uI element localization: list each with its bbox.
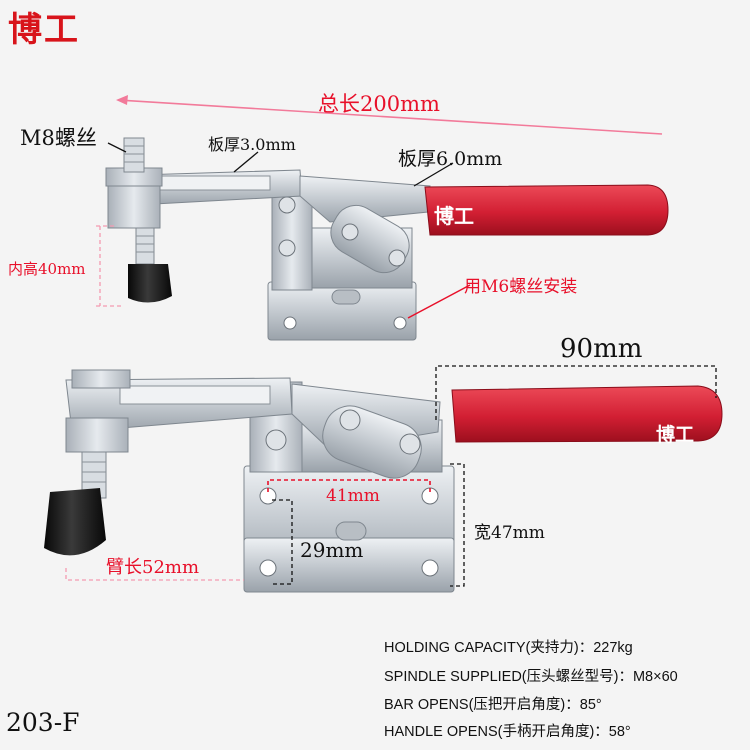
- spec-holding-capacity: HOLDING CAPACITY(夹持力)：227kg: [384, 640, 633, 656]
- m8-screw-label: M8螺丝: [20, 126, 97, 150]
- top-clamp: [96, 137, 669, 341]
- hole-spacing-label: 41mm: [326, 486, 380, 506]
- base-height-label: 29mm: [300, 538, 364, 562]
- spec-handle-opens: HANDLE OPENS(手柄开启角度)：58°: [384, 724, 631, 740]
- total-length-arrow: [116, 95, 663, 135]
- spec-spindle-supplied: SPINDLE SUPPLIED(压头螺丝型号)：M8×60: [384, 669, 678, 685]
- inner-height-label: 内高40mm: [8, 260, 86, 278]
- spec-bar-opens: BAR OPENS(压把开启角度)：85°: [384, 697, 602, 713]
- brand-logo: 博工: [8, 10, 80, 50]
- total-length-label: 总长200mm: [318, 92, 440, 116]
- m6-install-label: 用M6螺丝安装: [464, 277, 578, 297]
- handle-brand-top: 博工: [434, 204, 474, 228]
- bottom-clamp: [44, 365, 723, 593]
- handle-brand-bottom: 博工: [656, 424, 695, 446]
- arm-length-label: 臂长52mm: [106, 557, 200, 578]
- model-number: 203-F: [6, 708, 80, 737]
- plate-thickness-6-label: 板厚6.0mm: [398, 148, 503, 170]
- handle-length-label: 90mm: [560, 334, 643, 364]
- plate-thickness-3-label: 板厚3.0mm: [208, 135, 296, 154]
- width-label: 宽47mm: [474, 523, 545, 543]
